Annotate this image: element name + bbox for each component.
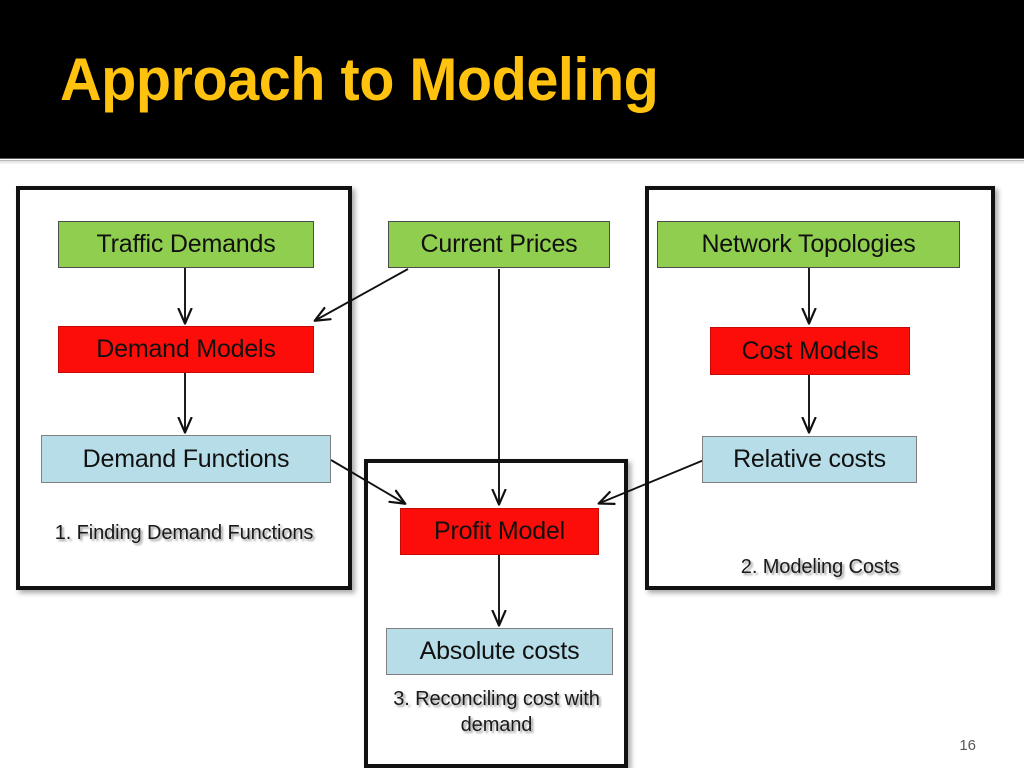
node-cost-models[interactable]: Cost Models: [710, 327, 910, 375]
node-label: Demand Functions: [82, 444, 290, 473]
node-network-topologies[interactable]: Network Topologies: [657, 221, 960, 268]
page-title: Approach to Modeling: [60, 46, 659, 113]
title-banner: [0, 0, 1024, 158]
node-relative-costs[interactable]: Relative costs: [702, 436, 917, 483]
node-label: Demand Models: [96, 335, 276, 363]
node-label: Cost Models: [741, 336, 879, 365]
node-current-prices[interactable]: Current Prices: [388, 221, 610, 268]
banner-divider: [0, 158, 1024, 164]
node-label: Current Prices: [420, 230, 578, 258]
node-absolute-costs[interactable]: Absolute costs: [386, 628, 613, 675]
caption-finding-demand-functions: 1. Finding Demand Functions: [54, 522, 314, 544]
node-label: Network Topologies: [701, 230, 916, 258]
page-number: 16: [959, 737, 976, 754]
node-label: Profit Model: [434, 517, 565, 545]
caption-reconciling-cost-with-demand: 3. Reconciling cost with demand: [393, 688, 600, 736]
node-label: Relative costs: [733, 445, 886, 473]
node-label: Absolute costs: [419, 637, 580, 665]
node-traffic-demands[interactable]: Traffic Demands: [58, 221, 314, 268]
node-demand-models[interactable]: Demand Models: [58, 326, 314, 373]
diagram-canvas: Traffic Demands Demand Models Demand Fun…: [0, 164, 1024, 768]
node-label: Traffic Demands: [96, 230, 276, 258]
node-demand-functions[interactable]: Demand Functions: [41, 435, 331, 483]
caption-modeling-costs: 2. Modeling Costs: [740, 556, 900, 578]
node-profit-model[interactable]: Profit Model: [400, 508, 599, 555]
